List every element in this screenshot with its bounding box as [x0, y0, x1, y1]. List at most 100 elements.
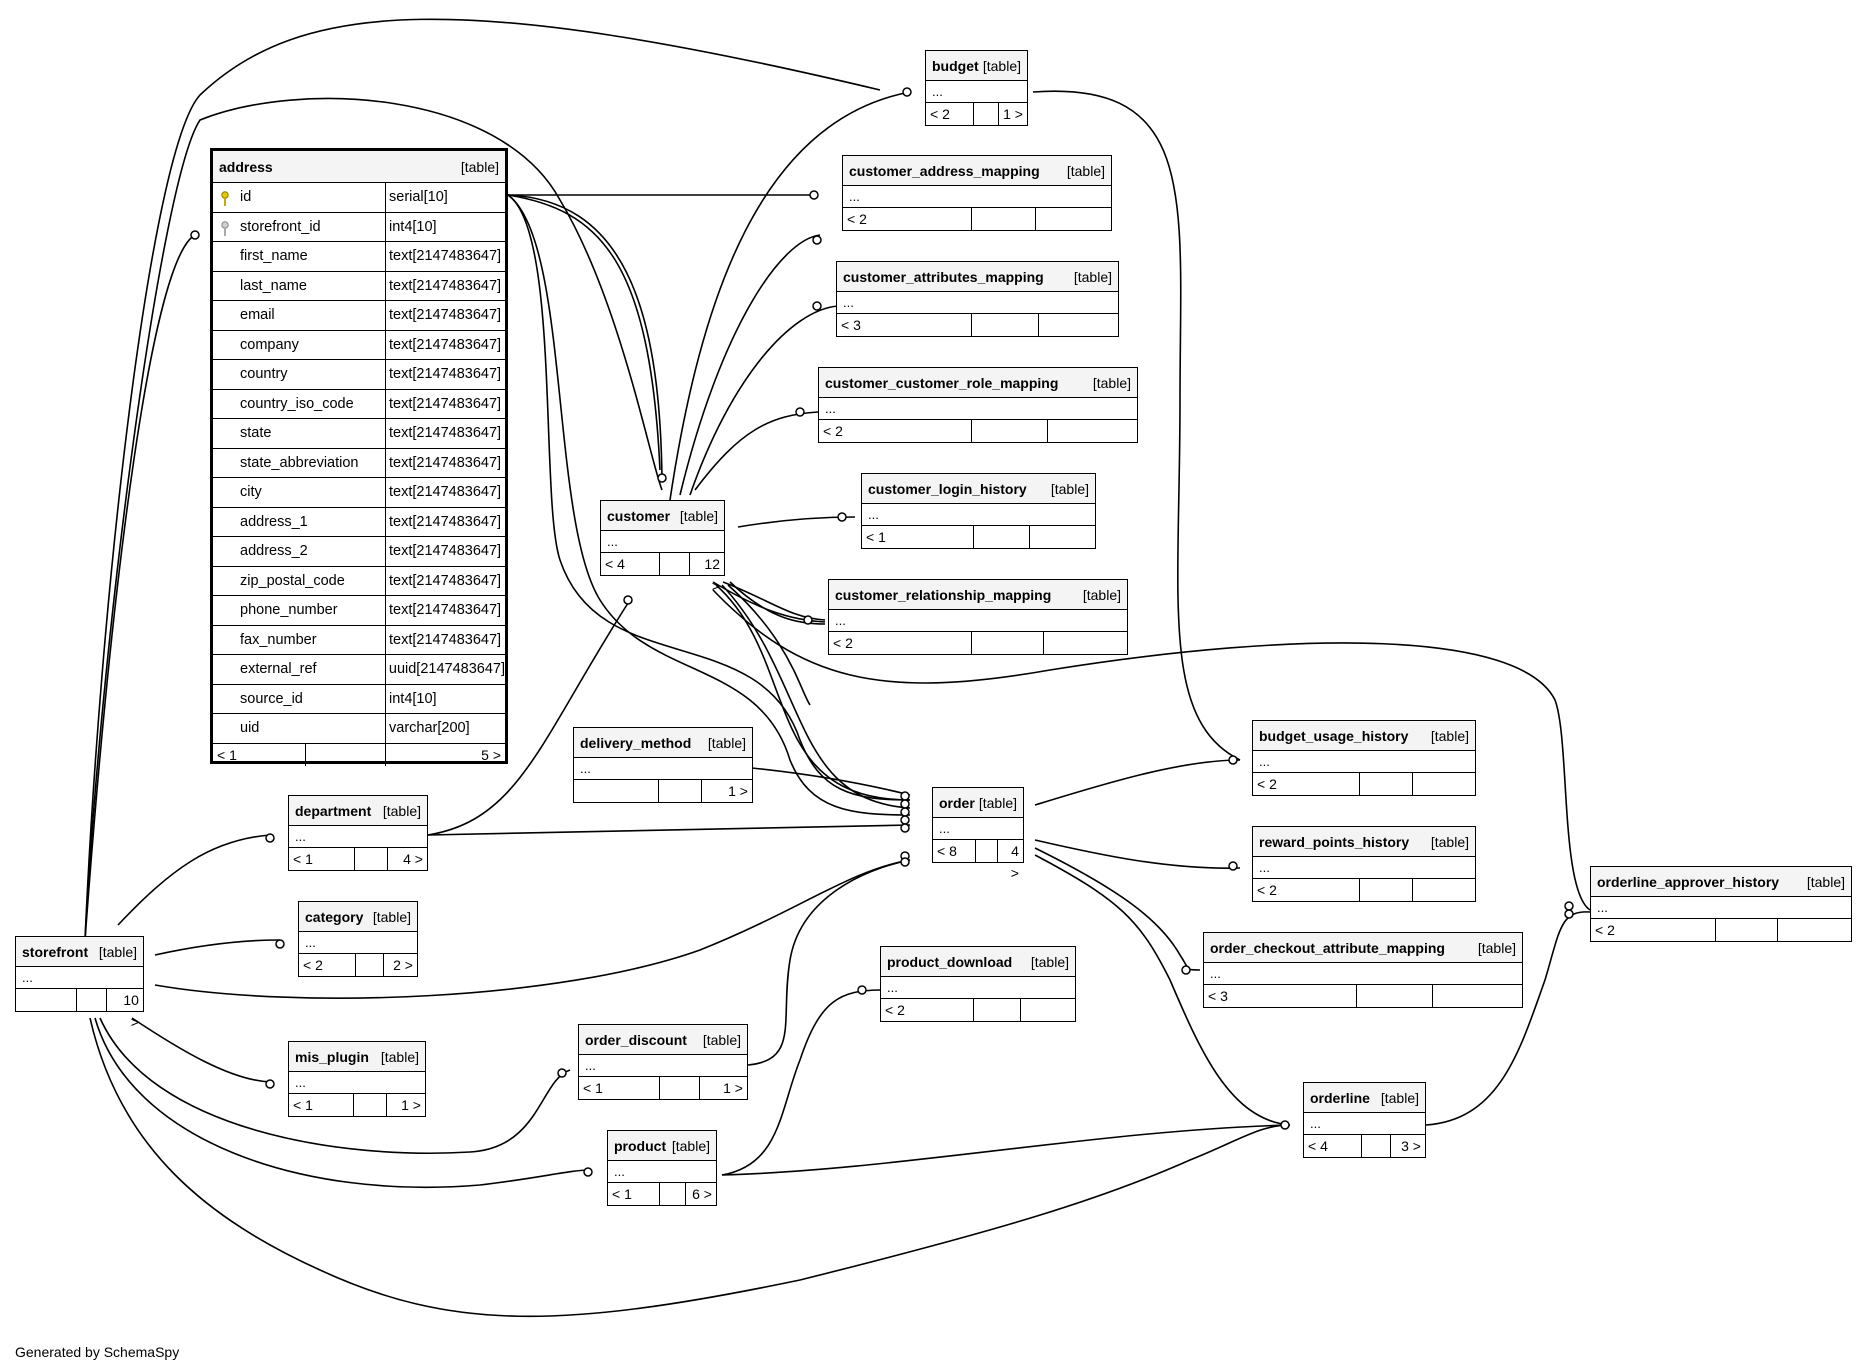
child-count[interactable]: 1 > — [723, 1080, 743, 1096]
parent-count[interactable]: < 2 — [819, 420, 972, 442]
child-count[interactable]: 5 > — [481, 746, 501, 763]
child-count[interactable]: 1 > — [1003, 106, 1023, 122]
parent-count[interactable]: < 3 — [837, 314, 972, 336]
footer-spacer — [1360, 773, 1413, 795]
table-reward-points-history[interactable]: reward_points_history[table]...< 2 — [1252, 826, 1476, 902]
table-customer-address-mapping[interactable]: customer_address_mapping[table]...< 2 — [842, 155, 1112, 231]
table-order-checkout-attribute-mapping[interactable]: order_checkout_attribute_mapping[table].… — [1203, 932, 1523, 1008]
parent-count[interactable]: < 1 — [289, 848, 356, 870]
table-storefront[interactable]: storefront[table]...10 > — [15, 936, 144, 1030]
table-name: customer_login_history — [868, 480, 1027, 497]
child-count[interactable]: 1 > — [401, 1097, 421, 1113]
parent-count[interactable]: < 8 — [933, 840, 977, 862]
child-count[interactable]: 2 > — [393, 957, 413, 973]
child-count[interactable] — [1048, 420, 1137, 442]
table-tag: [table] — [98, 943, 137, 960]
table-budget-usage-history[interactable]: budget_usage_history[table]...< 2 — [1252, 720, 1476, 796]
parent-count[interactable]: < 1 — [579, 1077, 660, 1099]
parent-count[interactable]: < 4 — [1304, 1135, 1363, 1157]
table-tag: [table] — [1050, 480, 1089, 497]
parent-count[interactable]: < 1 — [289, 1094, 355, 1116]
footer-spacer — [354, 1094, 387, 1116]
parent-count[interactable]: < 2 — [829, 632, 973, 654]
column-name-cell: first_name — [213, 242, 386, 271]
table-customer-relationship-mapping[interactable]: customer_relationship_mapping[table]...<… — [828, 579, 1128, 655]
parent-count[interactable] — [574, 780, 660, 802]
parent-count[interactable]: < 3 — [1204, 985, 1357, 1007]
child-count[interactable] — [1413, 773, 1475, 795]
parent-count[interactable]: < 2 — [299, 954, 356, 976]
table-customer-customer-role-mapping[interactable]: customer_customer_role_mapping[table]...… — [818, 367, 1138, 443]
parent-count[interactable]: < 1 — [862, 526, 974, 548]
child-count[interactable] — [1036, 208, 1111, 230]
parent-count[interactable]: < 2 — [843, 208, 972, 230]
parent-count[interactable]: < 2 — [926, 103, 975, 125]
parent-count[interactable]: < 1 — [608, 1183, 660, 1205]
table-customer-attributes-mapping[interactable]: customer_attributes_mapping[table]...< 3 — [836, 261, 1119, 337]
table-customer-login-history[interactable]: customer_login_history[table]...< 1 — [861, 473, 1096, 549]
column-name-cell: city — [213, 478, 386, 507]
child-count[interactable]: 1 > — [728, 783, 748, 799]
column-type: text[2147483647] — [389, 277, 502, 294]
collapsed-columns: ... — [1253, 751, 1475, 773]
table-header: product_download[table] — [881, 947, 1075, 977]
table-header: delivery_method[table] — [574, 728, 752, 758]
child-count[interactable] — [1778, 919, 1851, 941]
parent-count[interactable]: < 2 — [1253, 773, 1360, 795]
table-name: order_discount — [585, 1031, 687, 1048]
child-count[interactable]: 4 > — [403, 851, 423, 867]
child-count[interactable] — [1039, 314, 1118, 336]
child-count[interactable]: 3 > — [1401, 1138, 1421, 1154]
child-count[interactable] — [1030, 526, 1095, 548]
parent-count[interactable] — [16, 989, 77, 1011]
parent-count[interactable]: < 2 — [1591, 919, 1716, 941]
table-delivery-method[interactable]: delivery_method[table]...1 > — [573, 727, 753, 803]
child-count[interactable]: 10 > — [123, 992, 139, 1030]
parent-count[interactable]: < 2 — [881, 999, 975, 1021]
parent-count[interactable]: < 2 — [1253, 879, 1360, 901]
child-count[interactable]: 6 > — [692, 1186, 712, 1202]
column-name-cell: state — [213, 419, 386, 448]
table-footer: < 2 1 > — [926, 103, 1027, 125]
table-product-download[interactable]: product_download[table]...< 2 — [880, 946, 1076, 1022]
parent-count[interactable]: < 4 — [601, 553, 661, 575]
child-count[interactable] — [1044, 632, 1127, 654]
child-count[interactable]: 12 > — [704, 556, 720, 594]
table-orderline-approver-history[interactable]: orderline_approver_history[table]...< 2 — [1590, 866, 1852, 942]
child-count[interactable] — [1433, 985, 1522, 1007]
column-name: state — [240, 425, 272, 441]
child-count[interactable] — [1021, 999, 1075, 1021]
child-count[interactable]: 4 > — [1010, 843, 1019, 881]
parent-count[interactable]: < 1 — [213, 743, 306, 766]
child-count[interactable] — [1413, 879, 1475, 901]
